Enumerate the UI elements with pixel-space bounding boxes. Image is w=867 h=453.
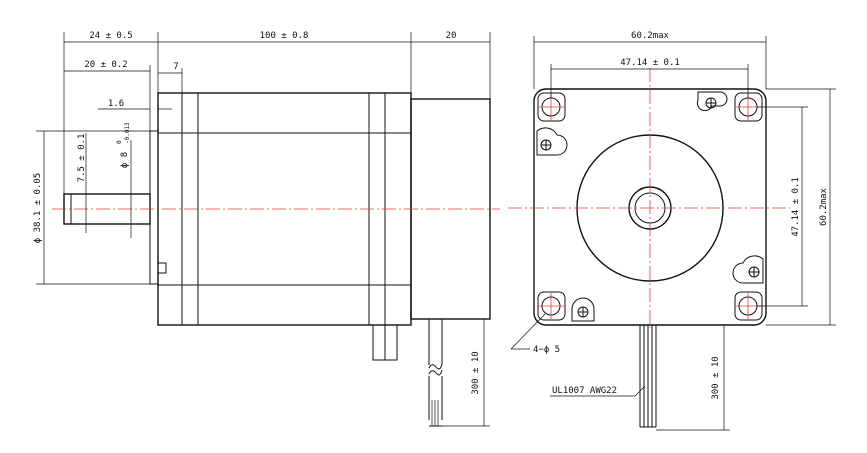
front-flange [149, 130, 159, 285]
dim-shaft-dia: ϕ 8 [120, 152, 130, 168]
dim-height-max: 60.2max [819, 187, 829, 226]
screw-top [696, 91, 728, 112]
dim-body-length: 100 ± 0.8 [260, 31, 309, 41]
dim-flange: 1.6 [108, 99, 124, 109]
dim-boss-depth: 7 [173, 62, 178, 72]
dim-shaft-length: 20 ± 0.2 [84, 60, 127, 70]
front-leads [639, 325, 657, 428]
flange-notch [157, 262, 167, 274]
screw-right [732, 255, 764, 284]
screw-left [536, 127, 568, 156]
dim-hole-spacing-h: 47.14 ± 0.1 [620, 58, 680, 68]
dim-hole-spacing-v: 47.14 ± 0.1 [791, 177, 801, 237]
dim-lead-length-front: 300 ± 10 [711, 356, 721, 399]
dim-flat: 7.5 ± 0.1 [77, 134, 87, 183]
label-wire: UL1007 AWG22 [552, 386, 617, 396]
mounting-hole-bl [537, 291, 566, 321]
label-holes: 4−ϕ 5 [533, 345, 560, 355]
dim-pilot-dia: ϕ 38.1 ± 0.05 [33, 173, 43, 243]
dim-width-max: 60.2max [631, 31, 670, 41]
mounting-hole-tl [537, 92, 566, 122]
dim-front-length: 24 ± 0.5 [89, 31, 132, 41]
front-view: 60.2max 47.14 ± 0.1 47.14 ± 0.1 60.2max … [508, 31, 836, 431]
dim-shaft-dia-tol-lower: -0.013 [124, 122, 131, 144]
front-face-outline [533, 88, 767, 326]
side-view: 24 ± 0.5 100 ± 0.8 20 20 ± 0.2 7 1.6 7.5… [33, 31, 500, 427]
side-leads [428, 319, 443, 427]
dim-lead-length-side: 300 ± 10 [471, 351, 481, 394]
screw-bottom [571, 297, 595, 322]
dim-rear-length: 20 [446, 31, 457, 41]
dim-shaft-dia-tol-upper: 0 [116, 140, 123, 144]
